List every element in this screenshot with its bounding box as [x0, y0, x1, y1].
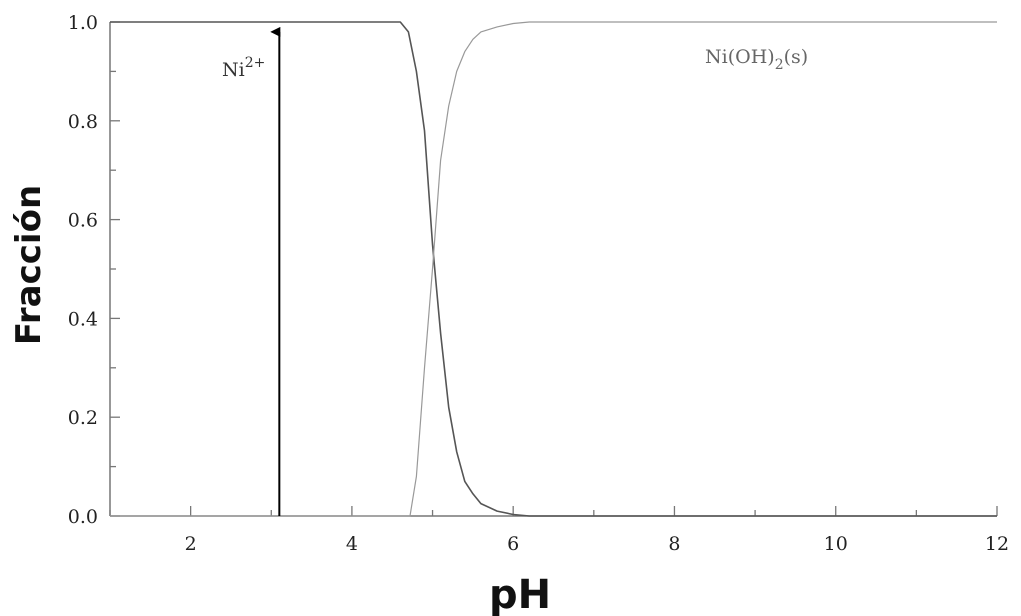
y-tick-label: 0.2 — [68, 407, 98, 429]
x-tick-label: 12 — [985, 533, 1009, 555]
y-ticks: 0.0 0.2 0.4 0.6 0.8 1.0 — [68, 12, 120, 528]
y-tick-label: 1.0 — [68, 12, 98, 34]
series-line-ni2 — [110, 21, 997, 517]
series-line-nioh2 — [110, 21, 997, 517]
ni2-label-main: Ni — [222, 59, 245, 81]
x-tick-label: 2 — [185, 533, 197, 555]
x-tick-label: 4 — [346, 533, 358, 555]
y-tick-label: 0.8 — [68, 111, 98, 133]
x-tick-label: 6 — [507, 533, 519, 555]
series-layer — [110, 21, 997, 517]
x-ticks: 2 4 6 8 10 12 — [109, 506, 1009, 555]
nioh2-label-tail: (s) — [784, 46, 809, 68]
nioh2-label-sub: 2 — [775, 57, 784, 73]
ni2-label-sup: 2+ — [245, 55, 266, 71]
x-tick-label: 8 — [668, 533, 680, 555]
y-tick-label: 0.6 — [68, 210, 98, 232]
y-tick-label: 0.0 — [68, 506, 98, 528]
y-axis-title: Fracción — [9, 185, 49, 345]
nioh2-label-main: Ni(OH) — [705, 46, 775, 68]
nioh2-series-label: Ni(OH)2(s) — [705, 46, 808, 73]
axes — [109, 22, 997, 517]
ni2-series-label: Ni2+ — [222, 55, 265, 81]
x-axis-title: pH — [489, 572, 551, 616]
y-tick-label: 0.4 — [68, 308, 98, 330]
annotation-layer: Ni2+ Ni(OH)2(s) — [222, 26, 808, 516]
x-tick-label: 10 — [824, 533, 848, 555]
